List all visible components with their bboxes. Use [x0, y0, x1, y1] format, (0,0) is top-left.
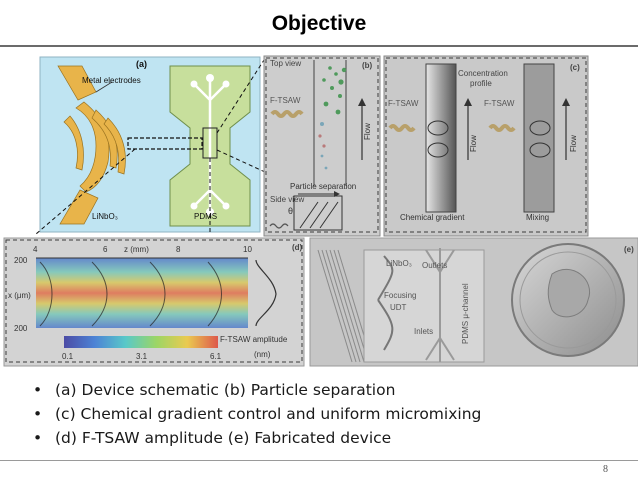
ftsaw-label-b: F-TSAW — [270, 96, 301, 105]
d-xtick-4: 10 — [243, 245, 252, 254]
concentration-label-1: Concentration — [458, 69, 508, 78]
d-xtick-1: 4 — [33, 245, 38, 254]
d-xtick-2: 6 — [103, 245, 108, 254]
side-view-label: Side view — [270, 195, 304, 204]
amplitude-label-2: (nm) — [254, 350, 271, 359]
idt-fingers — [317, 249, 373, 363]
panel-c-tag: (c) — [570, 63, 580, 72]
ftsaw-label-c-right: F-TSAW — [484, 99, 515, 108]
zoom-line-d — [35, 148, 136, 235]
pdms-chip — [169, 65, 251, 227]
d-ylabel: x (μm) — [8, 291, 31, 300]
cbar-tick-1: 0.1 — [62, 352, 74, 361]
substrate-label: LiNbO₃ — [92, 212, 118, 221]
panel-b-background — [263, 55, 381, 237]
outlets-label: Outlets — [422, 261, 447, 270]
focusing-label: Focusing — [384, 291, 416, 300]
bullet-item: (a) Device schematic (b) Particle separa… — [33, 378, 481, 402]
top-view-label: Top view — [270, 59, 301, 68]
theta-label: θ — [288, 206, 293, 216]
inlets-label: Inlets — [414, 327, 433, 336]
page-number: 8 — [603, 464, 608, 475]
cbar-tick-2: 3.1 — [136, 352, 148, 361]
mixing-channel — [523, 63, 555, 213]
bullet-list: (a) Device schematic (b) Particle separa… — [33, 378, 481, 450]
udt-label: UDT — [390, 303, 407, 312]
electrodes-label: Metal electrodes — [82, 76, 141, 85]
d-xtick-3: 8 — [176, 245, 181, 254]
amplitude-profile — [255, 259, 277, 327]
panel-c: (c) Concentration profile F-TSAW F-TSAW … — [383, 55, 589, 237]
footer-divider — [0, 460, 638, 461]
pdms-channel-label: PDMS μ-channel — [461, 283, 470, 344]
colorbar — [64, 336, 218, 348]
flow-label-b: Flow — [363, 123, 372, 140]
tsaw-heatmap — [36, 258, 248, 328]
flow-label-c-left: Flow — [469, 135, 478, 152]
amplitude-label-1: F-TSAW amplitude — [220, 335, 288, 344]
panel-d-tag: (d) — [292, 243, 303, 252]
zoom-line-c — [216, 149, 301, 189]
composite-figure: Metal electrodes (a) LiNbO₃ PDMS Top vie… — [3, 55, 638, 367]
tsaw-wave-b — [270, 110, 304, 118]
panel-a-tag: (a) — [136, 59, 147, 69]
panel-d: (d) 4 6 8 10 z (mm) 200 200 x (μm) F-TSA… — [3, 237, 305, 367]
panel-e-tag: (e) — [624, 245, 634, 254]
flow-label-c-right: Flow — [569, 135, 578, 152]
e-substrate-label: LiNbO₃ — [386, 259, 412, 268]
panel-e: LiNbO₃ Outlets Focusing UDT Inlets PDMS … — [309, 237, 638, 367]
particle-separation-label: Particle separation — [290, 182, 356, 191]
cbar-tick-3: 6.1 — [210, 352, 222, 361]
tsaw-region-box — [127, 137, 203, 150]
panel-a: Metal electrodes (a) LiNbO₃ PDMS — [35, 56, 301, 235]
ftsaw-label-c-left: F-TSAW — [388, 99, 419, 108]
bullet-item: (d) F-TSAW amplitude (e) Fabricated devi… — [33, 426, 481, 450]
title-divider — [0, 45, 638, 47]
bullet-item: (c) Chemical gradient control and unifor… — [33, 402, 481, 426]
pdms-label: PDMS — [194, 212, 217, 221]
d-ytick-top: 200 — [14, 256, 28, 265]
d-ytick-bottom: 200 — [14, 324, 28, 333]
d-xlabel: z (mm) — [124, 245, 149, 254]
chemical-gradient-label: Chemical gradient — [400, 213, 465, 222]
panel-b: Top view (b) F-TSAW Flow Particle separa… — [263, 55, 381, 237]
mixing-label: Mixing — [526, 213, 549, 222]
panel-b-tag: (b) — [362, 61, 373, 70]
electrode-leader-line — [95, 81, 113, 93]
zoom-line-b — [216, 59, 265, 134]
electrode-pads — [57, 65, 126, 225]
chem-gradient-channel — [425, 63, 457, 213]
slide-title: Objective — [271, 12, 367, 35]
particles — [318, 66, 347, 170]
concentration-label-2: profile — [470, 79, 492, 88]
